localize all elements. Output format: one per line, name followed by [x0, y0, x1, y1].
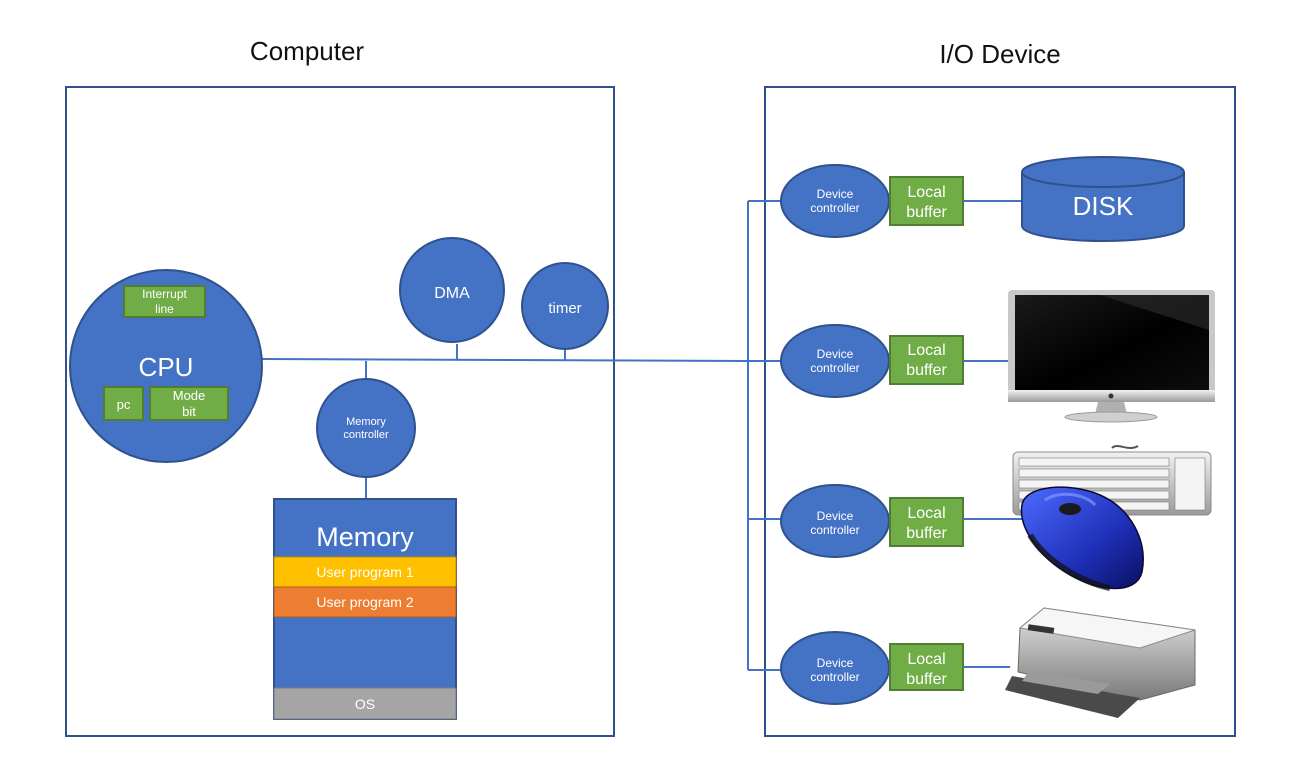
os-label: OS — [355, 696, 375, 712]
local-buffer-box — [889, 497, 964, 547]
user-program-2-label: User program 2 — [316, 594, 413, 610]
device-controller-label-1: Device — [817, 187, 854, 201]
pc-label: pc — [117, 397, 131, 412]
cpu-block: CPU Interrupt line pc Mode bit — [69, 269, 263, 463]
cpu-label: CPU — [139, 352, 194, 382]
mode-bit-label-2: bit — [182, 404, 196, 419]
memory-controller-label-2: controller — [343, 429, 389, 441]
local-buffer-label-2: buffer — [906, 204, 947, 221]
disk-label: DISK — [1073, 191, 1134, 221]
device-row-4: Device controller Local buffer — [780, 631, 964, 705]
local-buffer-box — [889, 643, 964, 691]
io-device-frame — [764, 86, 1236, 737]
local-buffer-box — [889, 335, 964, 385]
device-row-2: Device controller Local buffer — [780, 324, 964, 398]
io-device-title: I/O Device — [939, 39, 1060, 69]
local-buffer-label-2: buffer — [906, 525, 947, 542]
timer-label: timer — [548, 300, 581, 317]
device-row-3: Device controller Local buffer — [780, 484, 964, 558]
mode-bit-label-1: Mode — [173, 388, 206, 403]
memory-controller-label-1: Memory — [346, 416, 386, 428]
pc-register-box — [103, 386, 144, 421]
interrupt-line-box — [123, 285, 206, 318]
printer-icon — [1005, 607, 1196, 718]
local-buffer-label-1: Local — [907, 184, 945, 201]
system-bus — [261, 200, 1030, 671]
memory-label: Memory — [316, 522, 414, 552]
device-controller-label-2: controller — [810, 523, 859, 537]
timer-circle — [521, 262, 609, 350]
device-controller-label-1: Device — [817, 509, 854, 523]
os-segment — [273, 687, 457, 720]
interrupt-line-label-2: line — [155, 302, 174, 316]
computer-frame — [65, 86, 615, 737]
user-program-2-segment — [273, 586, 457, 618]
device-controller-label-2: controller — [810, 201, 859, 215]
device-controller-label-2: controller — [810, 670, 859, 684]
computer-title: Computer — [250, 36, 364, 66]
local-buffer-label-1: Local — [907, 342, 945, 359]
user-program-1-label: User program 1 — [316, 564, 413, 580]
interrupt-line-label-1: Interrupt — [142, 287, 187, 301]
local-buffer-label-2: buffer — [906, 362, 947, 379]
mode-bit-box — [149, 386, 229, 421]
device-controller-label-1: Device — [817, 656, 854, 670]
local-buffer-label-1: Local — [907, 651, 945, 668]
disk-icon: DISK — [1021, 156, 1185, 242]
keyboard-mouse-icon — [1012, 445, 1212, 591]
local-buffer-label-2: buffer — [906, 671, 947, 688]
device-controller-label-1: Device — [817, 347, 854, 361]
local-buffer-box — [889, 176, 964, 226]
local-buffer-label-1: Local — [907, 505, 945, 522]
memory-block: Memory User program 1 User program 2 OS — [273, 498, 457, 720]
dma-label: DMA — [434, 285, 470, 302]
monitor-icon — [1008, 290, 1215, 423]
device-controller-label-2: controller — [810, 361, 859, 375]
memory-controller-circle — [316, 378, 416, 478]
user-program-1-segment — [273, 556, 457, 588]
dma-circle — [399, 237, 505, 343]
device-row-1: Device controller Local buffer — [780, 164, 964, 238]
